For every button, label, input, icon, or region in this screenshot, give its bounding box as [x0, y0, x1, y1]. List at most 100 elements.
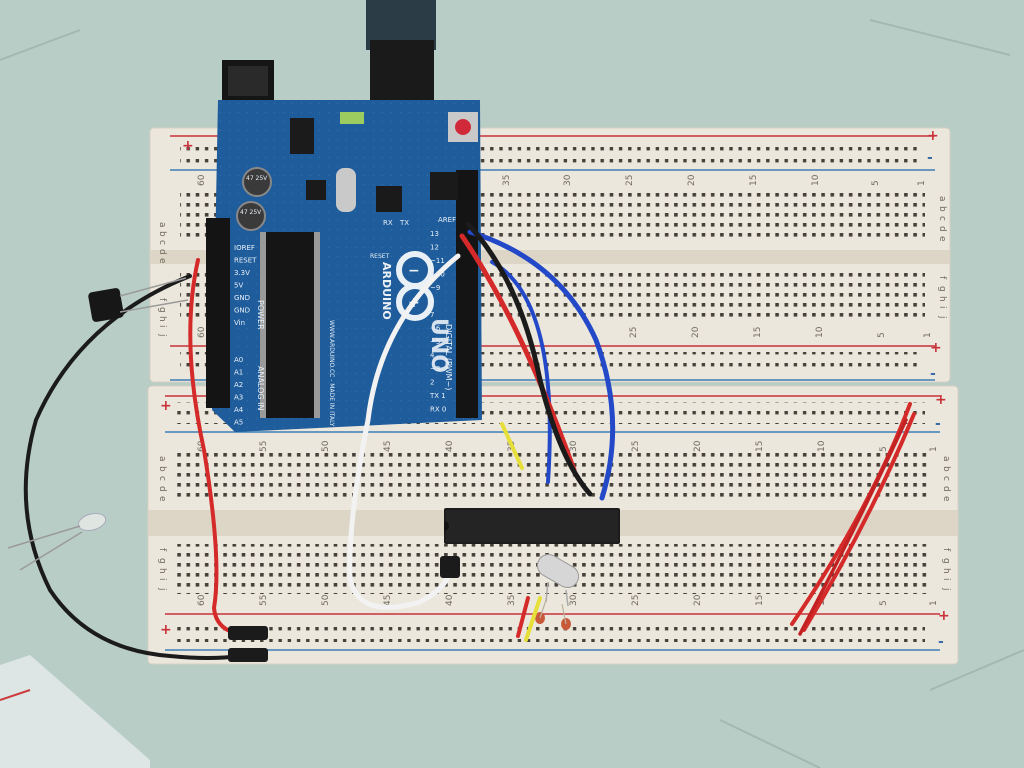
row-letter: c: [157, 476, 167, 481]
row-letter: e: [941, 496, 951, 502]
column-number: 20: [693, 594, 703, 606]
digital-pin-label: 7: [430, 311, 434, 319]
row-letter: j: [937, 315, 947, 319]
row-letter: c: [941, 476, 951, 481]
column-number: 5: [879, 600, 889, 606]
row-letter: h: [937, 296, 947, 302]
wire-end-red: [228, 626, 268, 640]
row-letter: b: [157, 466, 167, 472]
analog-pin-label: A5: [234, 419, 243, 427]
column-number: 10: [817, 440, 827, 452]
row-letter: f: [941, 548, 951, 552]
column-number: 45: [383, 441, 393, 452]
yellow-jumper-top: [500, 422, 524, 470]
column-number: 20: [687, 174, 697, 186]
power-pin-label: 5V: [234, 282, 243, 290]
column-number: 50: [321, 594, 331, 606]
red-wire-right-2: [802, 412, 916, 632]
wire-end-black: [228, 648, 268, 662]
column-number: 35: [502, 175, 512, 186]
blue-wire: [467, 229, 616, 501]
analog-pin-label: A3: [234, 394, 243, 402]
arduino-uno-board: 47 25V 47 25V − + ARDUINO UNO WWW.ARDUIN…: [206, 0, 482, 432]
digital-pin-label: TX 1: [429, 392, 446, 400]
row-letter: b: [937, 206, 947, 212]
digital-pin-label: ~9: [430, 284, 440, 292]
column-number: 1: [929, 446, 939, 452]
row-letter: a: [937, 196, 947, 202]
column-number: 55: [259, 441, 269, 452]
red-wire-center: [459, 233, 577, 473]
analog-header-label: ANALOG IN: [256, 366, 265, 411]
column-number: 15: [749, 175, 759, 186]
column-number: 60: [197, 174, 207, 186]
column-number: 15: [755, 595, 765, 606]
column-number: 25: [631, 595, 641, 606]
upper-rail-plus-right: +: [927, 128, 939, 144]
lower-rail-plus-left: +: [160, 398, 172, 414]
row-letter: d: [941, 486, 951, 492]
aref-label: AREF: [438, 216, 456, 224]
upper-rail2-plus-right: +: [930, 340, 942, 356]
arduino-url-text: WWW.ARDUINO.CC - MADE IN ITALY: [328, 320, 335, 427]
row-letter: c: [937, 216, 947, 221]
capacitor-1: [242, 167, 272, 197]
white-wire: [347, 253, 461, 610]
row-letter: b: [941, 466, 951, 472]
row-letter: a: [157, 456, 167, 462]
column-number: 60: [197, 326, 207, 338]
red-jumper-small: [516, 596, 530, 638]
row-letter: a: [157, 222, 167, 228]
digital-pin-label: ~5: [430, 338, 440, 346]
analog-pin-label: A1: [234, 369, 243, 377]
electrolytic-capacitor: [88, 277, 189, 322]
row-letter: g: [157, 558, 167, 564]
row-letter: h: [941, 568, 951, 574]
power-pin-label: RESET: [234, 257, 257, 265]
atmega-chip: [444, 508, 620, 544]
wire-end-white: [440, 556, 460, 578]
row-letter: g: [941, 558, 951, 564]
row-letter: j: [157, 587, 167, 591]
column-number: 25: [629, 327, 639, 338]
column-number: 40: [445, 594, 455, 606]
column-number: 5: [877, 332, 887, 338]
row-letter: d: [937, 226, 947, 232]
row-letter: f: [937, 276, 947, 280]
row-letter: i: [941, 578, 951, 581]
column-number: 20: [691, 326, 701, 338]
column-number: 50: [321, 440, 331, 452]
digital-pin-label: 2: [430, 379, 434, 387]
red-wire-left: [188, 258, 242, 636]
column-number: 35: [507, 595, 517, 606]
column-number: 15: [753, 327, 763, 338]
power-pin-label: 3.3V: [234, 269, 250, 277]
row-letter: h: [157, 316, 167, 322]
digital-pin-label: 13: [430, 230, 439, 238]
column-number: 40: [445, 440, 455, 452]
svg-text:−: −: [408, 263, 420, 279]
power-pin-label: GND: [234, 294, 250, 302]
reset-button[interactable]: [455, 119, 471, 135]
row-letter: j: [157, 333, 167, 337]
row-letter: g: [157, 307, 167, 313]
column-number: 1: [923, 332, 933, 338]
led: [7, 512, 107, 571]
tx-led-label: TX: [399, 219, 409, 227]
column-number: 55: [259, 595, 269, 606]
analog-pin-label: A4: [234, 406, 244, 414]
row-letter: f: [157, 298, 167, 302]
row-letter: d: [157, 249, 167, 255]
analog-pin-label: A0: [234, 356, 243, 364]
plastic-bag: [0, 655, 150, 768]
digital-pin-label: RX 0: [430, 406, 446, 414]
yellow-jumper-small: [524, 596, 542, 642]
upper-rail2-minus-right: -: [930, 366, 936, 382]
power-pin-label: GND: [234, 307, 250, 315]
row-letter: j: [941, 587, 951, 591]
column-number: 25: [625, 175, 635, 186]
lower-rail2-plus-right: +: [938, 608, 950, 624]
digital-pin-label: ~6: [430, 325, 441, 333]
